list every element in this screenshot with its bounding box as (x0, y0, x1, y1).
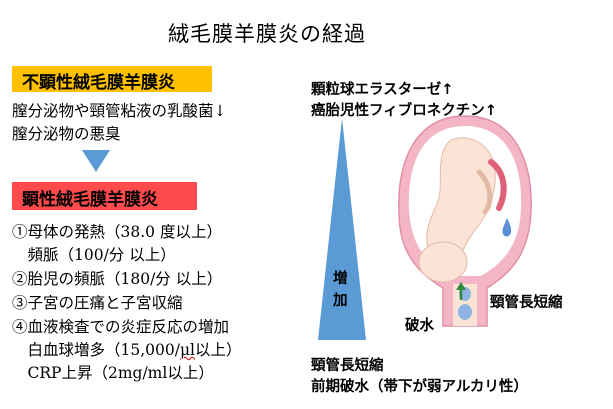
clinical-item-3: ③子宮の圧痛と子宮収縮 (12, 294, 183, 312)
subclinical-line-1: 膣分泌物や頸管粘液の乳酸菌↓ (12, 102, 227, 120)
clinical-item-1: ①母体の発熱（38.0 度以上） (12, 223, 222, 241)
uterus-fetus-illustration (398, 115, 532, 327)
bottom-line-2: 前期破水（帯下が弱アルカリ性） (311, 379, 528, 395)
increase-char-2: 加 (333, 293, 348, 309)
down-triangle-icon (82, 150, 110, 172)
clinical-item-4: ④血液検査での炎症反応の増加 (12, 318, 230, 336)
clinical-item-4b: CRP上昇（2mg/ml以上） (12, 364, 214, 382)
cervical-label: 頸管長短縮 (490, 295, 563, 311)
clinical-heading: 顕性絨毛膜羊膜炎 (22, 190, 158, 210)
bottom-line-1: 頸管長短縮 (311, 358, 384, 374)
page-title: 絨毛膜羊膜炎の経過 (168, 22, 366, 46)
clinical-item-1b: 頻脈（100/分 以上） (12, 246, 176, 264)
clinical-item-2: ②胎児の頻脈（180/分 以上） (12, 270, 223, 288)
marker-fibronectin: 癌胎児性フィブロネクチン↑ (311, 103, 497, 119)
increase-char-1: 増 (333, 271, 348, 287)
wbc-unit: μl (179, 341, 195, 359)
increase-wedge (318, 118, 366, 340)
wbc-text-a: 白血球増多（15,000/ (12, 341, 180, 359)
subclinical-heading: 不顕性絨毛膜羊膜炎 (22, 73, 175, 93)
wbc-text-b: 以上） (195, 341, 242, 359)
clinical-heading-box: 顕性絨毛膜羊膜炎 (12, 182, 197, 210)
rupture-label: 破水 (405, 318, 434, 334)
clinical-item-4a: 白血球増多（15,000/μl以上） (12, 340, 242, 361)
marker-elastase: 顆粒球エラスターゼ↑ (311, 82, 454, 98)
subclinical-line-2: 膣分泌物の悪臭 (12, 125, 121, 143)
subclinical-heading-box: 不顕性絨毛膜羊膜炎 (12, 66, 212, 93)
